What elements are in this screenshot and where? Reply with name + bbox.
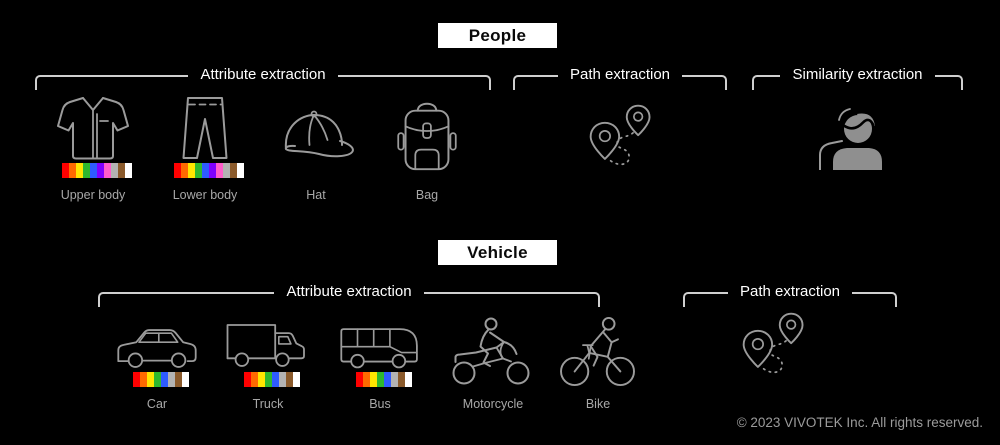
person-silhouette-icon xyxy=(819,108,882,170)
item-label: Bike xyxy=(585,397,611,411)
item-label: Upper body xyxy=(60,188,126,202)
color-strip xyxy=(166,163,244,178)
people-similarity-header: Similarity extraction xyxy=(792,66,923,83)
cap-icon xyxy=(284,110,354,157)
people-similarity-bracket: Similarity extraction xyxy=(752,66,964,90)
truck-item: Truck xyxy=(223,315,313,411)
bracket-arm xyxy=(98,292,275,307)
bracket-arm xyxy=(683,292,728,307)
hat-item: Hat xyxy=(274,95,358,202)
shirt-icon xyxy=(57,97,129,160)
backpack-icon xyxy=(397,102,457,170)
truck-icon xyxy=(226,324,305,367)
item-label: Lower body xyxy=(172,188,238,202)
vehicle-section-title: Vehicle xyxy=(438,240,557,265)
vehicle-attribute-header: Attribute extraction xyxy=(286,283,412,300)
bracket-arm xyxy=(513,75,558,90)
route-pins-icon xyxy=(742,312,804,374)
vehicle-path-header: Path extraction xyxy=(739,283,841,300)
copyright-text: © 2023 VIVOTEK Inc. All rights reserved. xyxy=(736,415,983,430)
color-strip xyxy=(125,372,189,387)
bicycle-icon xyxy=(560,316,635,387)
vehicle-attribute-bracket: Attribute extraction xyxy=(98,283,600,307)
pants-icon xyxy=(182,97,228,159)
color-strip xyxy=(348,372,412,387)
item-label: Bag xyxy=(415,188,439,202)
route-pins-icon xyxy=(589,104,651,166)
people-path-header: Path extraction xyxy=(569,66,671,83)
people-attribute-bracket: Attribute extraction xyxy=(35,66,491,90)
item-label: Bus xyxy=(369,397,391,411)
people-section-title: People xyxy=(438,23,557,48)
bracket-arm xyxy=(337,75,491,90)
bus-icon xyxy=(340,328,418,369)
item-label: Motorcycle xyxy=(462,397,524,411)
lower-body-item: Lower body xyxy=(163,95,247,202)
car-item: Car xyxy=(112,315,202,411)
upper-body-item: Upper body xyxy=(51,95,135,202)
bus-item: Bus xyxy=(335,315,425,411)
bracket-arm xyxy=(423,292,600,307)
item-label: Truck xyxy=(252,397,284,411)
people-path-bracket: Path extraction xyxy=(513,66,727,90)
vehicle-path-bracket: Path extraction xyxy=(683,283,897,307)
bracket-arm xyxy=(852,292,897,307)
bracket-arm xyxy=(682,75,727,90)
bracket-arm xyxy=(35,75,189,90)
bag-item: Bag xyxy=(385,95,469,202)
bike-item: Bike xyxy=(553,315,643,411)
people-attribute-header: Attribute extraction xyxy=(200,66,326,83)
bracket-arm xyxy=(752,75,781,90)
color-strip xyxy=(54,163,132,178)
item-label: Car xyxy=(146,397,168,411)
item-label: Hat xyxy=(306,188,326,202)
motorcycle-icon xyxy=(452,317,530,385)
color-strip xyxy=(236,372,300,387)
motorcycle-item: Motorcycle xyxy=(448,315,538,411)
car-icon xyxy=(117,329,197,368)
bracket-arm xyxy=(934,75,964,90)
